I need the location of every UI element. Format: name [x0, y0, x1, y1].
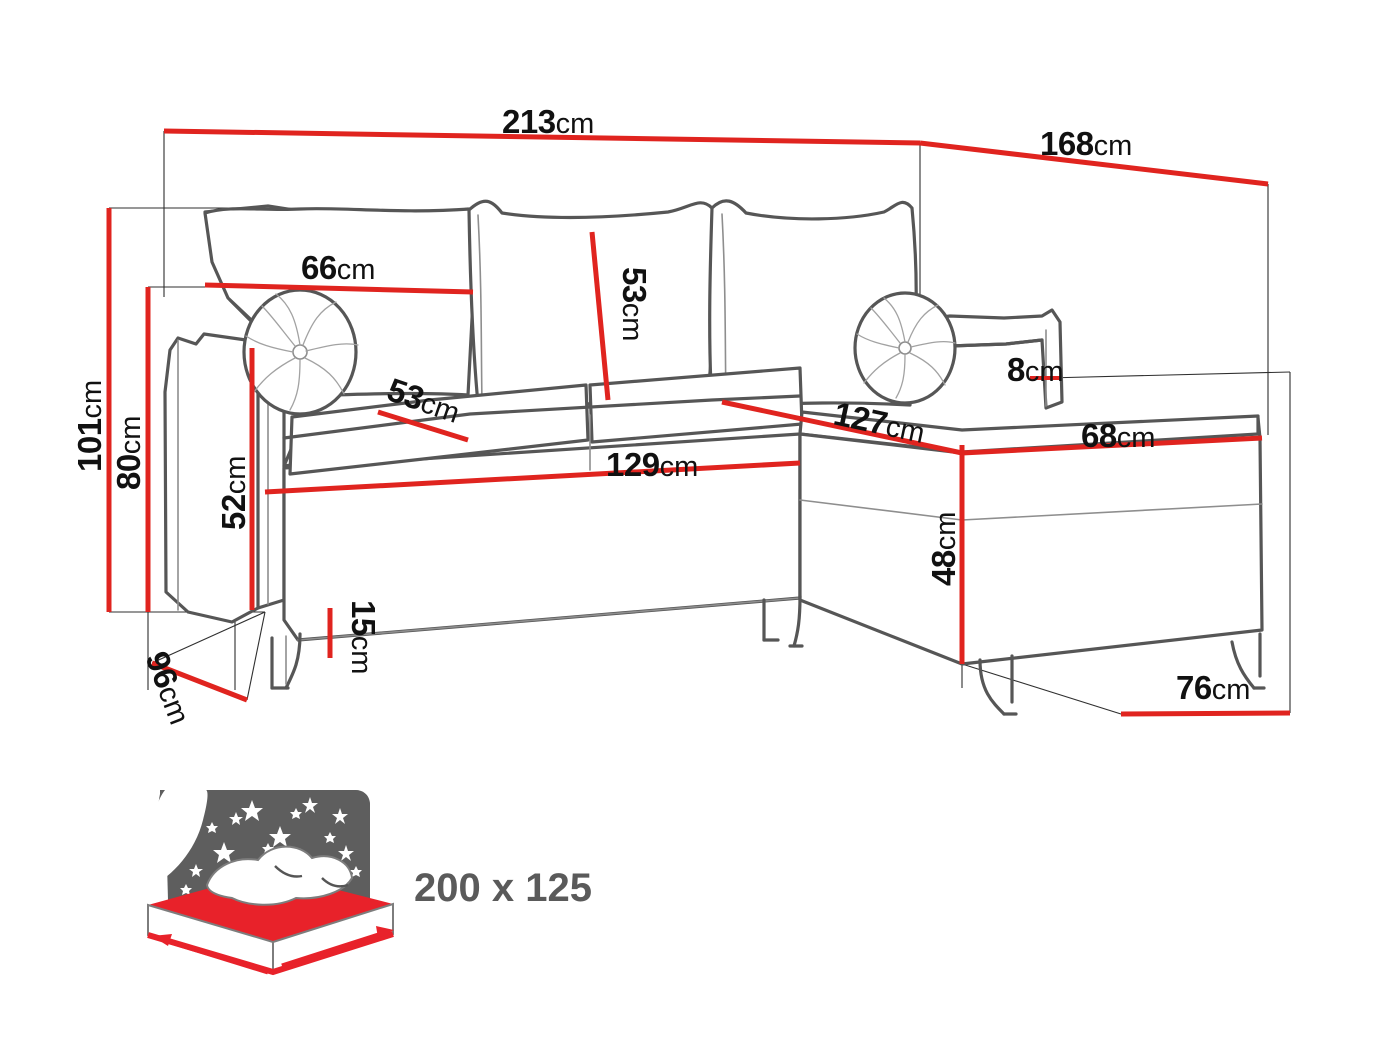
- dimline-68: [961, 435, 1263, 456]
- label-15: 15cm: [345, 600, 382, 674]
- round-bolster-pillow-right: [853, 291, 957, 405]
- mattress-icon: [147, 845, 394, 976]
- dimension-lines-red: [106, 128, 1291, 717]
- dimline-127: [721, 399, 963, 456]
- label-8: 8cm: [1007, 351, 1064, 388]
- label-68: 68cm: [1081, 417, 1155, 454]
- label-101: 101cm: [71, 380, 108, 472]
- dimline-168: [919, 140, 1269, 187]
- label-52: 52cm: [215, 456, 252, 530]
- label-66: 66cm: [301, 249, 375, 286]
- label-129: 129cm: [606, 446, 698, 483]
- label-76: 76cm: [1176, 669, 1250, 706]
- label-80: 80cm: [110, 416, 147, 490]
- dimline-213: [163, 128, 921, 146]
- leg-front-left: [270, 632, 302, 690]
- backrest-cushions: [203, 199, 918, 409]
- dimline-53-depth: [377, 409, 469, 443]
- leg-front-center: [762, 594, 804, 648]
- leg-chaise-right: [1230, 632, 1266, 690]
- label-213: 213cm: [502, 103, 594, 140]
- round-bolster-pillow-left: [242, 288, 359, 416]
- dimline-76: [1120, 710, 1291, 717]
- sofa-legs: [270, 594, 1266, 716]
- dimline-129: [264, 460, 801, 495]
- leg-chaise-left: [978, 654, 1018, 716]
- label-48: 48cm: [925, 512, 962, 586]
- dimension-labels: 213cm 168cm 66cm 53cm 53cm 101cm 80cm 5: [71, 103, 1250, 729]
- label-53-height: 53cm: [616, 267, 653, 341]
- sleeping-area-icon: 200 x 125: [147, 790, 592, 976]
- chaise-block: [798, 308, 1264, 666]
- dimline-66: [204, 282, 474, 295]
- label-168: 168cm: [1040, 125, 1132, 162]
- sleeping-area-label: 200 x 125: [414, 866, 592, 910]
- dimline-96: [151, 660, 248, 703]
- dimline-53-height: [589, 231, 611, 401]
